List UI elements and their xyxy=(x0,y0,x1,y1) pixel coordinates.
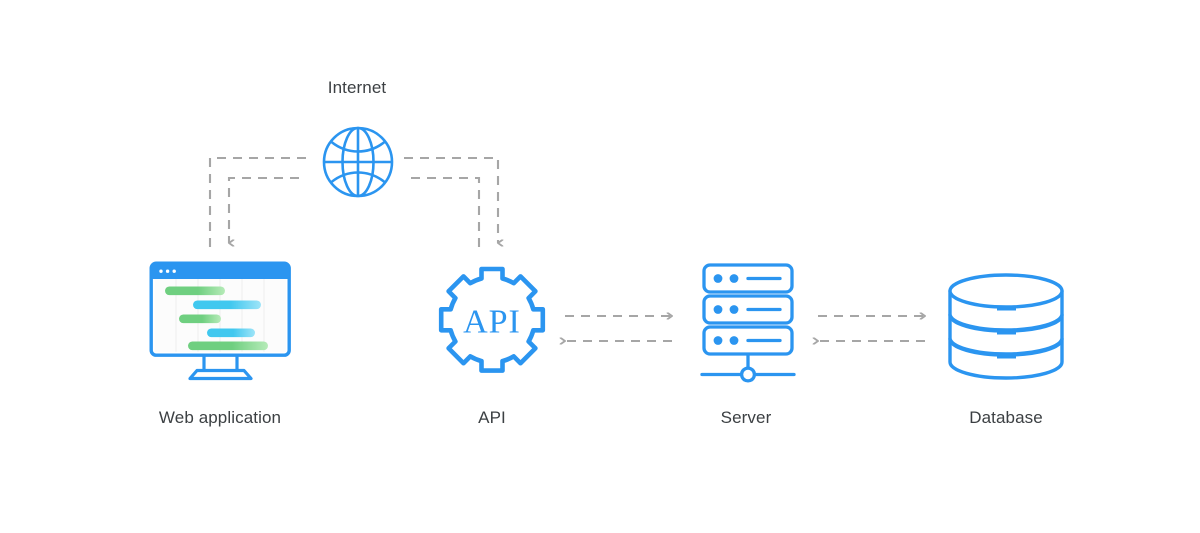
database-cylinder-icon xyxy=(945,262,1067,382)
server-status-lines xyxy=(746,276,782,343)
server-network-connector xyxy=(700,354,796,383)
api-text: API xyxy=(463,304,521,341)
gantt-bar xyxy=(179,314,221,324)
internet-label: Internet xyxy=(327,78,387,97)
server-indicator-lights xyxy=(713,274,739,345)
monitor-title-bar xyxy=(151,263,290,279)
window-dots-icon xyxy=(159,269,176,273)
server-rack-icon xyxy=(700,262,796,383)
database-label: Database xyxy=(969,408,1043,427)
database-cylinder-top xyxy=(948,273,1064,309)
api-gear-icon: API xyxy=(432,262,552,382)
gantt-bar xyxy=(207,328,255,338)
connector-web-to-internet xyxy=(208,156,311,247)
api-label: API xyxy=(478,408,506,427)
connector-internet-to-web xyxy=(227,176,299,243)
gantt-bar xyxy=(188,341,268,351)
server-label: Server xyxy=(720,408,772,427)
monitor-stand xyxy=(188,356,253,381)
database-band-indicators xyxy=(997,305,1016,359)
connector-api-to-internet xyxy=(409,176,481,247)
gear-outline xyxy=(438,266,546,373)
gantt-bar xyxy=(165,286,225,296)
globe-icon xyxy=(320,124,396,200)
gantt-bar xyxy=(193,300,261,310)
monitor-icon xyxy=(148,260,293,382)
gantt-bars xyxy=(165,286,268,351)
web-application-label: Web application xyxy=(158,408,282,427)
connector-internet-to-api xyxy=(404,156,498,243)
